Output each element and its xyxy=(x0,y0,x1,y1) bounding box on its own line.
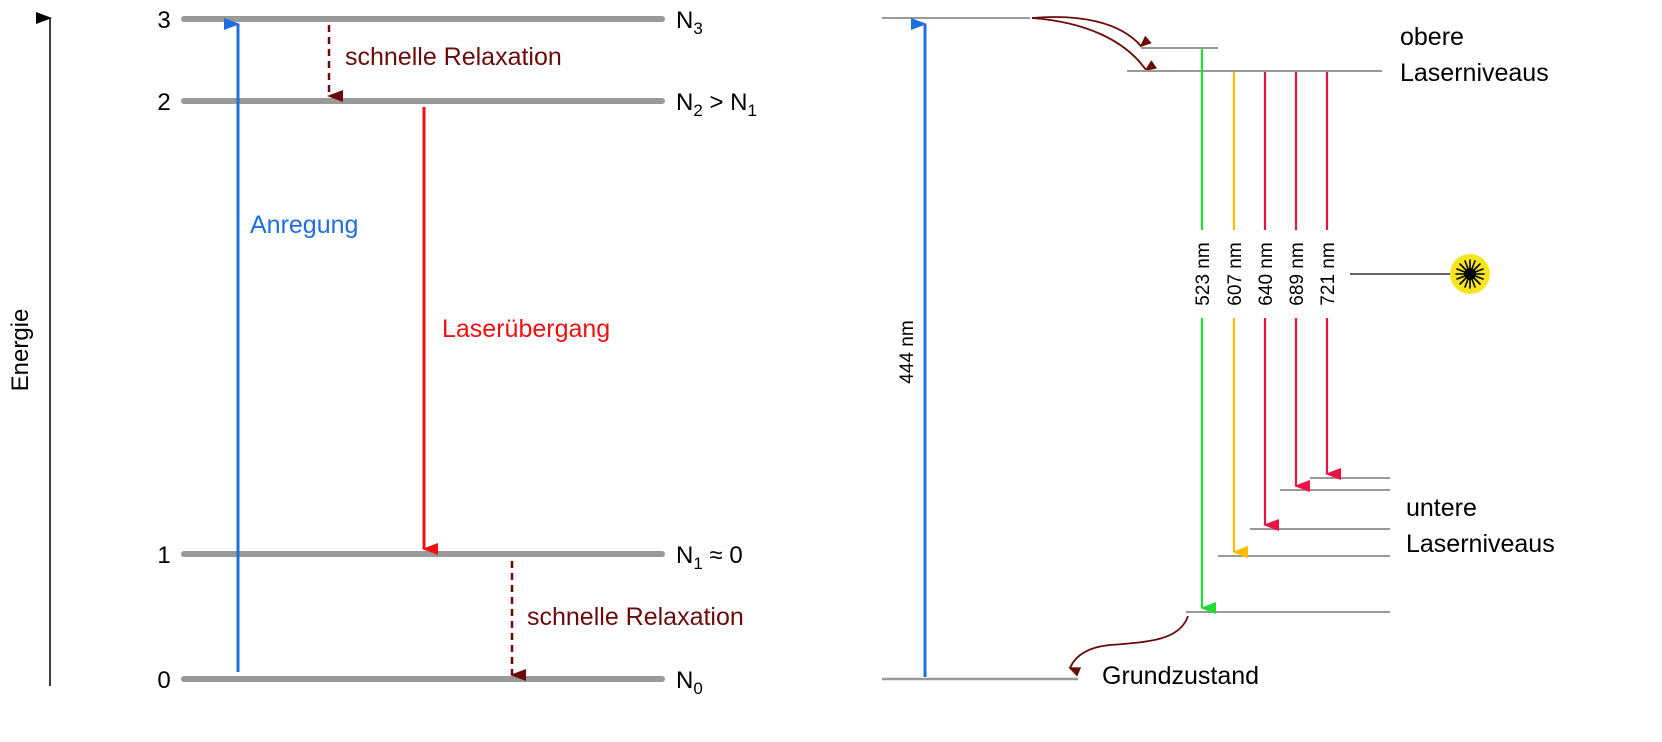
relaxation-bottom-label: schnelle Relaxation xyxy=(527,603,744,631)
excitation-label: Anregung xyxy=(250,211,358,239)
transition-721-label: 721 nm xyxy=(1318,242,1339,305)
energy-axis-label: Energie xyxy=(7,309,34,392)
laser-radiation-warning-icon xyxy=(1450,254,1490,294)
lower-levels-label-line1: untere xyxy=(1406,494,1477,522)
laser-transition-label: Laserübergang xyxy=(442,315,610,343)
level-1-population: N1 ≈ 0 xyxy=(676,542,743,573)
ground-state-label: Grundzustand xyxy=(1102,662,1259,690)
level-1-number: 1 xyxy=(157,542,170,569)
level-0-number: 0 xyxy=(157,667,170,694)
relaxation-curve-2 xyxy=(1031,17,1158,72)
upper-levels-label-line2: Laserniveaus xyxy=(1400,59,1549,87)
relaxation-to-ground-curve xyxy=(1068,615,1189,677)
level-2-population: N2 > N1 xyxy=(676,89,757,120)
upper-levels-label-line1: obere xyxy=(1400,23,1464,51)
level-2-number: 2 xyxy=(157,89,170,116)
transition-689-label: 689 nm xyxy=(1287,242,1308,305)
level-3-population: N3 xyxy=(676,7,703,38)
transition-640-label: 640 nm xyxy=(1256,242,1277,305)
transition-607-label: 607 nm xyxy=(1225,242,1246,305)
transition-523-label: 523 nm xyxy=(1193,242,1214,305)
relaxation-curve-1 xyxy=(1031,16,1152,48)
level-0-population: N0 xyxy=(676,667,703,698)
pump-wavelength-label: 444 nm xyxy=(897,320,918,383)
relaxation-top-label: schnelle Relaxation xyxy=(345,43,562,71)
level-3-number: 3 xyxy=(157,7,170,34)
lower-levels-label-line2: Laserniveaus xyxy=(1406,530,1555,558)
